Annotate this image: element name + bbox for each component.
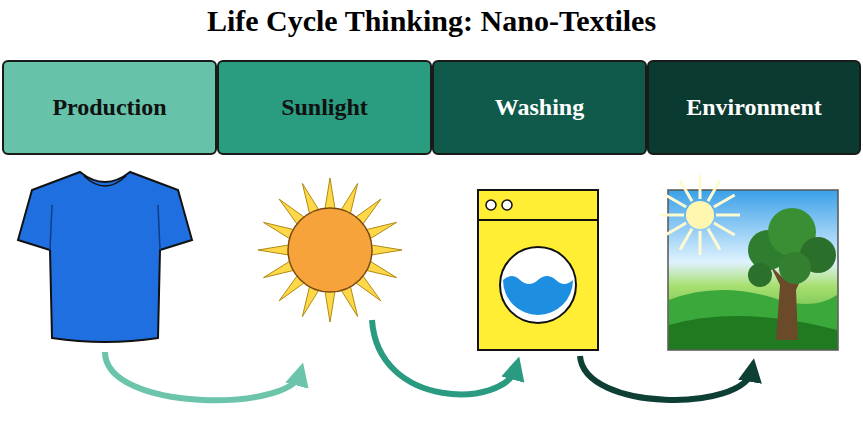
- landscape-ray: [699, 175, 702, 199]
- landscape-ray: [680, 180, 692, 201]
- stage-box: Washing: [432, 60, 647, 155]
- landscape-ray: [660, 214, 684, 217]
- machine-water: [503, 276, 573, 315]
- t-shirt: [18, 172, 192, 342]
- landscape: [660, 175, 838, 350]
- machine-body: [478, 190, 598, 350]
- shirt-collar: [84, 176, 126, 186]
- shirt-body: [18, 172, 192, 342]
- landscape-ray: [716, 214, 740, 217]
- stage-label: Environment: [686, 94, 822, 121]
- stage-label: Production: [52, 94, 166, 121]
- sun-ray: [368, 244, 402, 255]
- stage-box: Production: [2, 60, 217, 155]
- landscape-ray: [708, 229, 720, 250]
- stage-label: Sunlight: [281, 94, 368, 121]
- sun-ray: [324, 288, 335, 322]
- machine-door: [500, 247, 576, 323]
- sun-disc: [288, 208, 372, 292]
- landscape-ray: [665, 195, 686, 207]
- landscape-ray: [714, 195, 735, 207]
- machine-panel: [478, 219, 598, 221]
- diagram-title: Life Cycle Thinking: Nano-Textiles: [0, 4, 863, 38]
- stage-label: Washing: [495, 94, 584, 121]
- landscape-hill: [669, 316, 837, 349]
- flow-arrow: [372, 320, 516, 394]
- stage-box: Sunlight: [217, 60, 432, 155]
- tree-crown: [748, 263, 772, 287]
- landscape-frame: [668, 190, 838, 350]
- landscape-ray: [680, 229, 692, 250]
- landscape-ray: [699, 231, 702, 255]
- machine-knob: [502, 200, 512, 210]
- sun-ray: [258, 244, 292, 255]
- sun-rays: [258, 178, 402, 322]
- machine-knob: [486, 200, 496, 210]
- stage-box: Environment: [647, 60, 861, 155]
- landscape-ray: [665, 223, 686, 235]
- landscape-ray: [708, 180, 720, 201]
- landscape-hill: [669, 290, 837, 349]
- landscape-sun: [686, 201, 714, 229]
- sun-ray: [324, 178, 335, 212]
- flow-arrow: [580, 356, 752, 400]
- washing-machine: [478, 190, 598, 350]
- flow-arrow: [105, 352, 300, 400]
- landscape-ray: [714, 223, 735, 235]
- shirt-seam: [50, 205, 160, 250]
- landscape-sun-rays: [660, 175, 740, 255]
- tree-crown: [779, 252, 811, 284]
